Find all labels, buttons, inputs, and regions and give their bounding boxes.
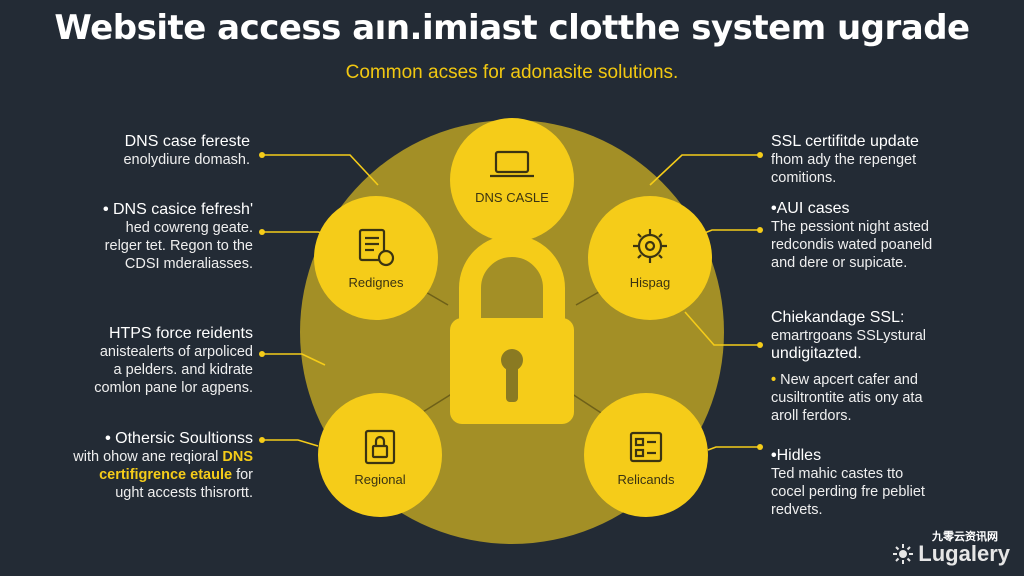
node-label: Relicands	[617, 472, 675, 487]
node-hispag: Hispag	[588, 196, 712, 320]
padlock-icon	[450, 235, 574, 424]
node-label: DNS CASLE	[475, 190, 549, 205]
node-label: Regional	[354, 472, 405, 487]
document-icon	[358, 228, 395, 267]
node-relicands: Relicands	[584, 393, 708, 517]
left-note-1: DNS case fereste enolydiure domash.	[123, 133, 250, 168]
node-regional: Regional	[318, 393, 442, 517]
page-subtitle: Common acses for adonasite solutions.	[345, 62, 679, 83]
callout-dot	[259, 152, 265, 158]
gear-icon	[633, 229, 667, 263]
right-note-5: •Hidles Ted mahic castes tto cocel perdi…	[771, 447, 925, 518]
watermark-brand: Lugalery	[918, 541, 1010, 566]
left-note-4: • Othersic Soultionss with ohow ane reqi…	[73, 430, 253, 501]
right-note-2: •AUI cases The pessiont night asted redc…	[771, 200, 933, 271]
callout-dot	[757, 152, 763, 158]
callout-dot	[757, 444, 763, 450]
callout-dot	[757, 227, 763, 233]
lock-document-icon	[364, 429, 396, 465]
watermark: Lugalery	[892, 541, 1010, 567]
node-label: Hispag	[630, 275, 670, 290]
left-note-3: HTPS force reidents anistealerts of arpo…	[94, 325, 253, 396]
left-note-2: • DNS casice fefresh' hed cowreng geate.…	[102, 201, 253, 272]
node-redignes: Redignes	[314, 196, 438, 320]
callout-dot	[259, 351, 265, 357]
watermark-chinese: 九零云资讯网	[932, 531, 998, 543]
callout-lines	[262, 154, 760, 451]
checklist-icon	[629, 431, 663, 463]
node-label: Redignes	[349, 275, 404, 290]
node-dns-casle: DNS CASLE	[450, 118, 574, 242]
right-note-3: Chiekandage SSL: emartrgoans SSLystural …	[771, 309, 927, 362]
right-note-4: • New apcert cafer and cusiltrontite ati…	[771, 372, 923, 424]
sun-icon	[893, 544, 914, 564]
laptop-icon	[490, 150, 534, 178]
callout-dot	[757, 342, 763, 348]
page-title: Website access aın.imiast clotthe system…	[54, 8, 970, 48]
right-note-1: SSL certifitde update fhom ady the repen…	[771, 133, 919, 186]
callout-dot	[259, 437, 265, 443]
callout-dot	[259, 229, 265, 235]
